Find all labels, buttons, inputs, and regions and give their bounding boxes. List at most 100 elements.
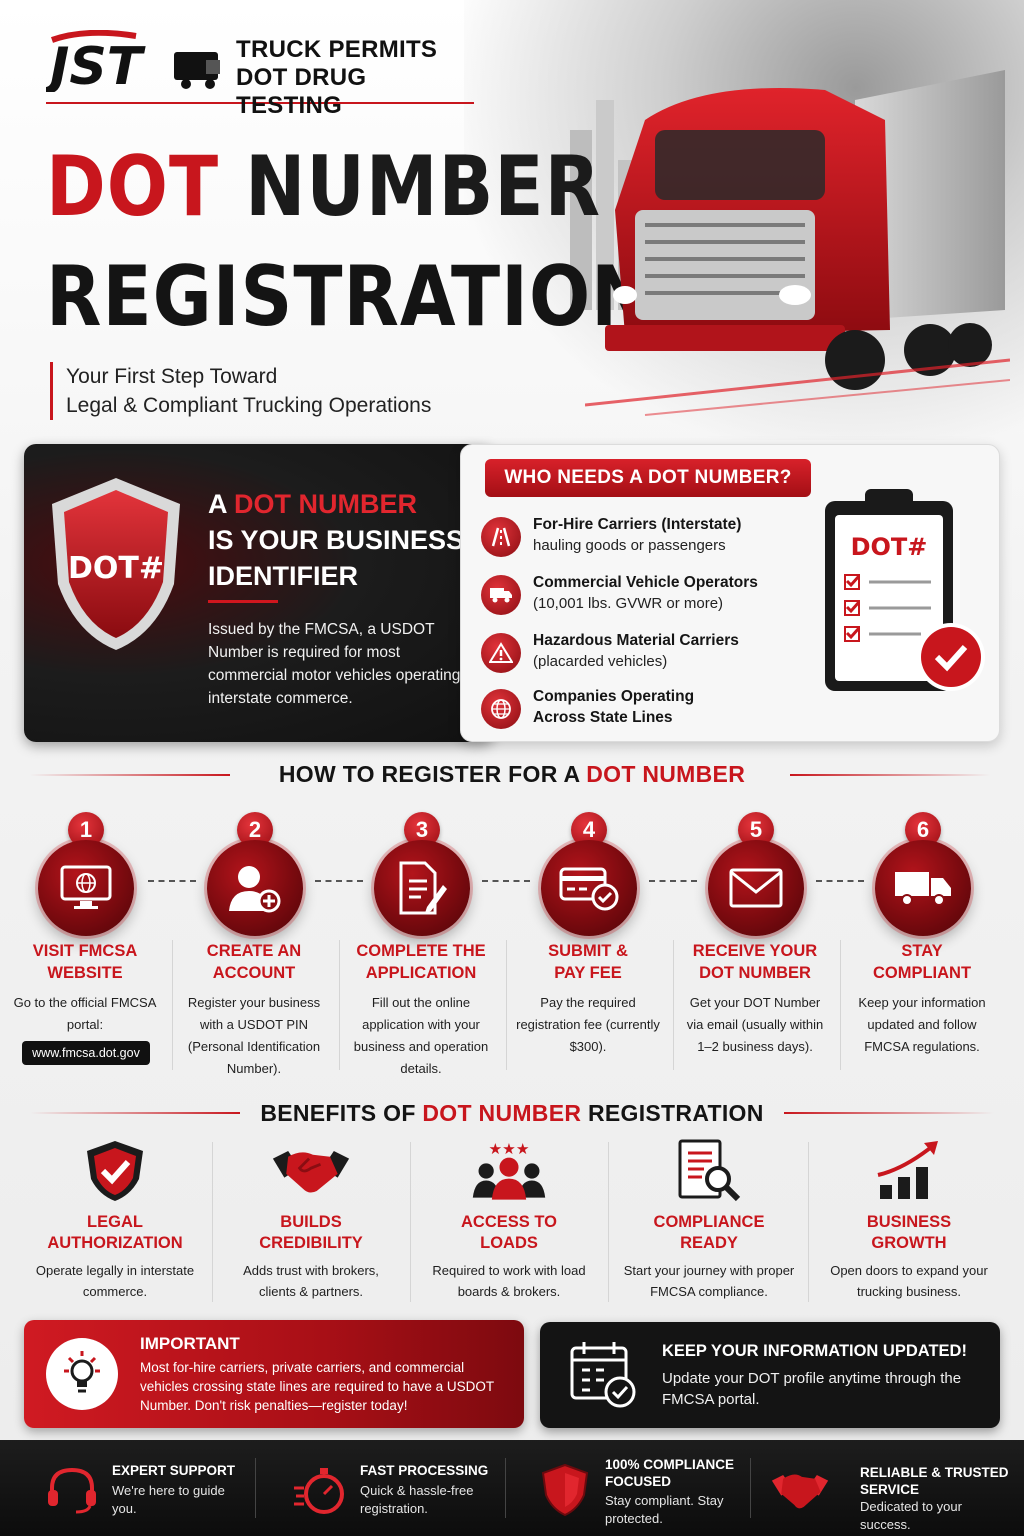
benefit-separator bbox=[410, 1142, 411, 1302]
growth-chart-icon bbox=[869, 1136, 949, 1206]
who-needs-panel: WHO NEEDS A DOT NUMBER? For-Hire Carrier… bbox=[460, 444, 1000, 742]
who-item-hazmat: Hazardous Material Carriers (placarded v… bbox=[481, 631, 801, 677]
svg-text:★★★: ★★★ bbox=[489, 1140, 530, 1158]
step-connector bbox=[148, 880, 196, 882]
step-separator bbox=[673, 940, 674, 1070]
benefit-compliance: COMPLIANCE READY Start your journey with… bbox=[614, 1136, 804, 1306]
benefit-title: BUSINESS GROWTH bbox=[866, 1213, 952, 1252]
fmcsa-url-link[interactable]: www.fmcsa.dot.gov bbox=[22, 1041, 150, 1065]
envelope-icon bbox=[708, 840, 804, 936]
feature-desc: We're here to guide you. bbox=[112, 1483, 225, 1516]
step-separator bbox=[339, 940, 340, 1070]
highway-icon bbox=[481, 517, 521, 557]
step-title: CREATE AN ACCOUNT bbox=[206, 942, 302, 982]
step-desc: Register your business with a USDOT PIN … bbox=[187, 995, 321, 1076]
step-desc: Pay the required registration fee (curre… bbox=[516, 995, 660, 1054]
warning-icon bbox=[481, 633, 521, 673]
register-heading: HOW TO REGISTER FOR A DOT NUMBER bbox=[0, 761, 1024, 788]
card-check-icon bbox=[541, 840, 637, 936]
feature-title: RELIABLE & TRUSTED SERVICE bbox=[860, 1465, 1009, 1497]
benefit-separator bbox=[212, 1142, 213, 1302]
important-notice: IMPORTANT Most for-hire carriers, privat… bbox=[24, 1320, 524, 1428]
benefit-title: BUILDS CREDIBILITY bbox=[259, 1213, 363, 1252]
globe-icon bbox=[481, 689, 521, 729]
step-visit-website: 1 VISIT FMCSA WEBSITE Go to the official… bbox=[2, 812, 168, 1082]
benefit-desc: Start your journey with proper FMCSA com… bbox=[623, 1263, 795, 1299]
step-connector bbox=[315, 880, 363, 882]
step-desc: Get your DOT Number via email (usually w… bbox=[686, 995, 824, 1054]
benefit-legal: LEGAL AUTHORIZATION Operate legally in i… bbox=[20, 1136, 210, 1306]
step-title: STAY COMPLIANT bbox=[872, 942, 972, 982]
feature-title: FAST PROCESSING bbox=[360, 1463, 489, 1478]
handshake-icon bbox=[271, 1136, 351, 1206]
step-separator bbox=[172, 940, 173, 1070]
identifier-panel: DOT# A DOT NUMBER IS YOUR BUSINESS IDENT… bbox=[24, 444, 494, 742]
brand-header: JST TRUCK PERMITS DOT DRUG TESTING bbox=[46, 30, 474, 119]
handshake-icon bbox=[770, 1460, 830, 1520]
step-title: SUBMIT & PAY FEE bbox=[548, 942, 628, 982]
jst-logo-text: JST bbox=[46, 37, 146, 92]
step-complete-application: 3 COMPLETE THE APPLICATION Fill out the … bbox=[338, 812, 504, 1082]
benefit-title: ACCESS TO LOADS bbox=[461, 1213, 557, 1252]
red-truck-illustration bbox=[585, 70, 1010, 416]
step-connector bbox=[816, 880, 864, 882]
benefits-heading-b: REGISTRATION bbox=[587, 1100, 764, 1126]
section-divider-left bbox=[30, 774, 230, 776]
hero-section: JST TRUCK PERMITS DOT DRUG TESTING DOT N… bbox=[0, 0, 1024, 440]
benefits-heading-a: BENEFITS OF bbox=[260, 1100, 416, 1126]
step-submit-pay: 4 SUBMIT & PAY FEE Pay the required regi… bbox=[505, 812, 671, 1082]
important-title: IMPORTANT bbox=[140, 1334, 240, 1353]
footer-features: EXPERT SUPPORT We're here to guide you. … bbox=[0, 1440, 1024, 1536]
feature-desc: Stay compliant. Stay protected. bbox=[605, 1493, 724, 1526]
who-item-for-hire: For-Hire Carriers (Interstate) hauling g… bbox=[481, 515, 801, 561]
register-heading-red: DOT NUMBER bbox=[586, 761, 746, 787]
shield-check-icon bbox=[75, 1136, 155, 1206]
identifier-heading: A DOT NUMBER IS YOUR BUSINESS IDENTIFIER bbox=[208, 486, 468, 594]
truck-icon bbox=[875, 840, 971, 936]
feature-title: 100% COMPLIANCE FOCUSED bbox=[605, 1457, 735, 1489]
step-receive-number: 5 RECEIVE YOUR DOT NUMBER Get your DOT N… bbox=[672, 812, 838, 1082]
page-title-line-2: REGISTRATION bbox=[46, 247, 653, 345]
benefit-desc: Operate legally in interstate commerce. bbox=[35, 1263, 195, 1299]
step-title: VISIT FMCSA WEBSITE bbox=[32, 942, 138, 982]
calendar-check-icon bbox=[570, 1342, 636, 1408]
who-item-title: For-Hire Carriers (Interstate) bbox=[533, 516, 742, 533]
feature-fast-processing: FAST PROCESSING Quick & hassle-free regi… bbox=[290, 1440, 500, 1536]
people-stars-icon: ★★★ bbox=[469, 1136, 549, 1206]
footer-separator bbox=[750, 1458, 751, 1518]
footer-separator bbox=[255, 1458, 256, 1518]
feature-expert-support: EXPERT SUPPORT We're here to guide you. bbox=[42, 1440, 242, 1536]
who-item-desc: (placarded vehicles) bbox=[533, 653, 668, 670]
benefit-title: LEGAL AUTHORIZATION bbox=[47, 1213, 183, 1252]
benefit-title: COMPLIANCE READY bbox=[653, 1213, 765, 1252]
identifier-body: Issued by the FMCSA, a USDOT Number is r… bbox=[208, 621, 477, 707]
identifier-head-line-3: IDENTIFIER bbox=[208, 561, 359, 591]
step-title: COMPLETE THE APPLICATION bbox=[356, 942, 486, 982]
jst-logo[interactable]: JST bbox=[46, 30, 226, 92]
monitor-globe-icon bbox=[38, 840, 134, 936]
benefit-separator bbox=[808, 1142, 809, 1302]
identifier-head-red: DOT NUMBER bbox=[234, 489, 418, 519]
step-stay-compliant: 6 STAY COMPLIANT Keep your information u… bbox=[839, 812, 1005, 1082]
who-item-desc: Across State Lines bbox=[533, 709, 673, 726]
keep-updated-body: Update your DOT profile anytime through … bbox=[662, 1370, 962, 1408]
identifier-head-a: A bbox=[208, 489, 227, 519]
register-heading-black: HOW TO REGISTER FOR A bbox=[278, 761, 580, 787]
step-desc: Fill out the online application with you… bbox=[353, 995, 489, 1076]
benefit-desc: Required to work with load boards & brok… bbox=[432, 1263, 586, 1299]
add-user-icon bbox=[207, 840, 303, 936]
step-connector bbox=[649, 880, 697, 882]
subtitle-line-1: Your First Step Toward bbox=[66, 365, 278, 388]
clipboard-label: DOT# bbox=[851, 533, 928, 561]
document-pen-icon bbox=[374, 840, 470, 936]
brand-line-1: TRUCK PERMITS bbox=[236, 36, 438, 63]
benefit-desc: Adds trust with brokers, clients & partn… bbox=[243, 1263, 379, 1299]
keep-updated-title: KEEP YOUR INFORMATION UPDATED! bbox=[662, 1342, 967, 1360]
clipboard-checklist-icon: DOT# bbox=[825, 489, 985, 691]
benefit-growth: BUSINESS GROWTH Open doors to expand you… bbox=[814, 1136, 1004, 1306]
benefit-credibility: BUILDS CREDIBILITY Adds trust with broke… bbox=[216, 1136, 406, 1306]
page-title-line-1: DOT NUMBER bbox=[46, 140, 601, 232]
title-dot: DOT bbox=[46, 137, 220, 235]
who-item-desc: hauling goods or passengers bbox=[533, 537, 726, 554]
section-divider-left bbox=[30, 1112, 240, 1114]
